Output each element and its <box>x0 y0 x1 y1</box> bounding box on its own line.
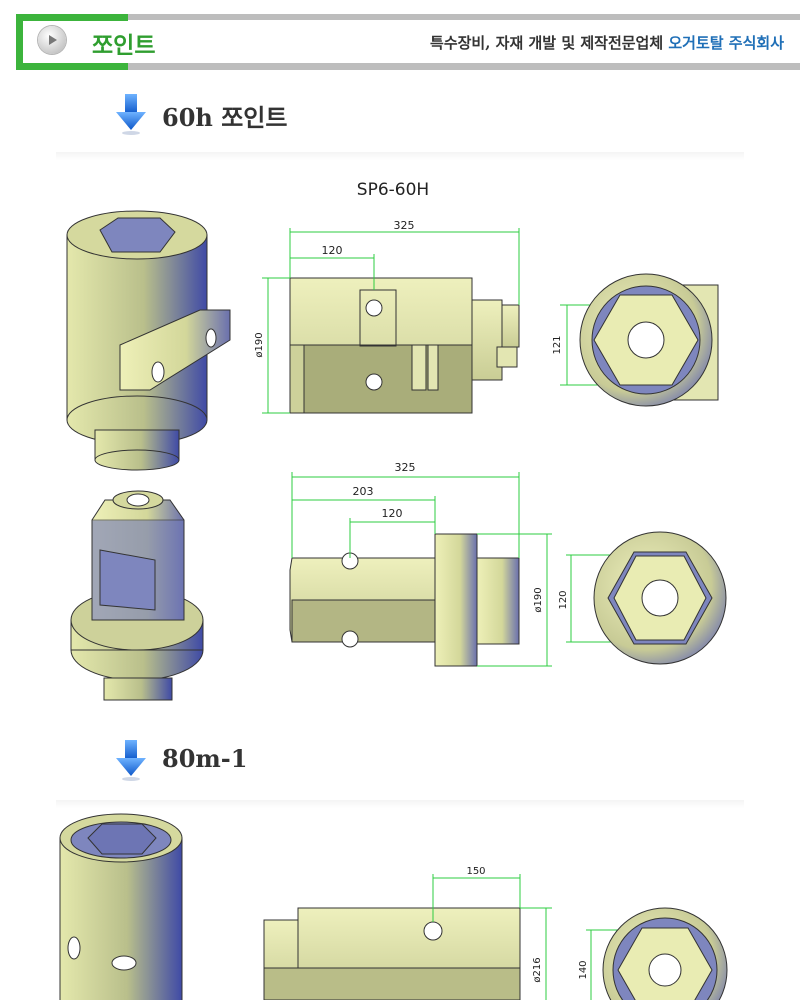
technical-drawing-80m-1: 150 ø216 140 <box>59 813 728 1000</box>
page-header: 쪼인트 특수장비, 자재 개발 및 제작전문업체 오거토탈 주식회사 <box>16 14 800 70</box>
dim-slot-top: 120 <box>322 244 343 257</box>
3d-view-socket-2 <box>59 813 183 1000</box>
section-title-1: 60h 쪼인트 <box>162 103 288 132</box>
dim-hex-top: 121 <box>552 335 563 354</box>
dim-slot-2: 150 <box>466 866 485 877</box>
dim-slot-bottom: 120 <box>382 507 403 520</box>
down-arrow-icon <box>116 94 146 135</box>
header-inner <box>23 21 800 63</box>
3d-view-hex-shank <box>70 490 204 701</box>
side-view-socket <box>289 277 520 414</box>
company-name: 오거토탈 주식회사 <box>668 34 784 52</box>
tagline-text: 특수장비, 자재 개발 및 제작전문업체 <box>430 34 669 52</box>
header-top-rule <box>128 14 800 20</box>
model-label: SP6-60H <box>357 180 429 200</box>
down-arrow-icon <box>116 740 146 781</box>
dim-hex-2: 140 <box>578 960 589 979</box>
dim-diameter-bottom: ø190 <box>533 587 544 612</box>
end-view-socket <box>579 273 719 407</box>
dim-overall-bottom: 325 <box>395 461 416 474</box>
header-bottom-rule <box>128 63 800 70</box>
page-title: 쪼인트 <box>92 32 156 59</box>
dim-shank-bottom: 203 <box>353 485 374 498</box>
dim-diameter-top: ø190 <box>254 332 265 357</box>
play-icon[interactable] <box>38 26 66 54</box>
panel-divider-2 <box>56 800 744 808</box>
section-title-2: 80m-1 <box>162 744 248 773</box>
company-tagline: 특수장비, 자재 개발 및 제작전문업체 오거토탈 주식회사 <box>430 32 784 53</box>
dim-overall-top: 325 <box>394 219 415 232</box>
side-view-socket-2 <box>263 907 521 1000</box>
3d-view-socket <box>66 210 231 471</box>
end-view-hex-shank <box>593 531 727 665</box>
panel-divider-1 <box>56 152 744 160</box>
dim-diameter-2: ø216 <box>532 957 543 982</box>
header-accent-bottom <box>16 63 128 70</box>
technical-drawing-sp6-60h: SP6-60H 325 <box>66 180 727 701</box>
dimension-lines-2 <box>432 874 640 1000</box>
dim-hex-bottom: 120 <box>558 590 569 609</box>
end-view-socket-2 <box>602 907 728 1000</box>
side-view-hex-shank <box>289 533 520 667</box>
